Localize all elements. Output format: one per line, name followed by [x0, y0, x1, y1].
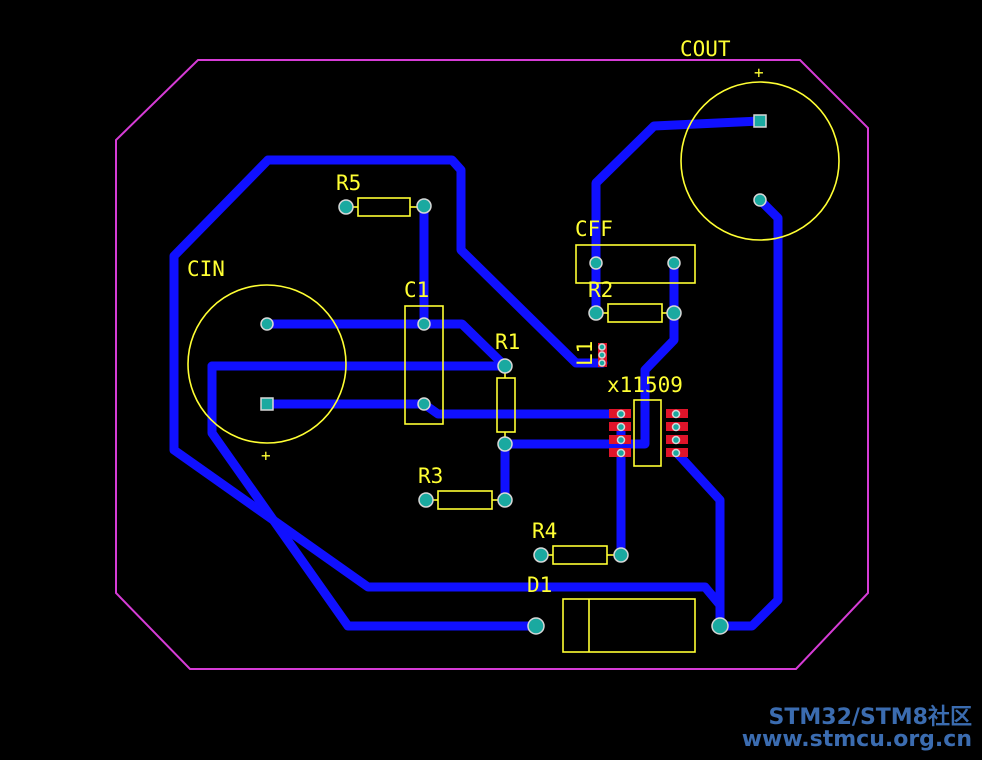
trace-top-loop: [263, 155, 608, 368]
trace-cout-neg: [715, 195, 783, 631]
label-c1: C1: [404, 278, 429, 302]
trace-cff: [640, 258, 679, 405]
ic-body: [633, 399, 662, 467]
trace-cout-pos: [591, 116, 765, 318]
label-cin: CIN: [187, 257, 225, 281]
label-r1: R1: [495, 330, 520, 354]
watermark-line1: STM32/STM8社区: [769, 704, 972, 730]
label-cout-plus: +: [754, 63, 764, 82]
trace-cin-neg: [262, 399, 626, 419]
r3-body: [437, 490, 493, 510]
trace-left-drop: [207, 361, 541, 631]
label-l1: L1: [573, 341, 597, 366]
r2-body: [607, 303, 663, 323]
label-cout: COUT: [680, 37, 731, 61]
trace-r1-ic: [500, 395, 650, 449]
cout-pad-square: [753, 114, 767, 128]
cin-pad-square: [260, 397, 274, 411]
cout-pad-round: [753, 193, 767, 207]
label-d1: D1: [527, 573, 552, 597]
label-r2: R2: [588, 278, 613, 302]
trace-cin-pos: [262, 319, 510, 371]
silkscreen: [187, 81, 840, 653]
cin-outline: [187, 284, 347, 444]
trace-ic-d1: [672, 448, 725, 631]
r5-body: [357, 197, 411, 217]
cin-pad-round: [260, 317, 274, 331]
board-outline: [115, 59, 869, 670]
pads: [260, 114, 767, 635]
label-r4: R4: [532, 519, 557, 543]
cout-outline: [680, 81, 840, 241]
label-cin-plus: +: [261, 446, 271, 465]
d1-body: [562, 598, 696, 653]
c1-body: [404, 305, 444, 425]
watermark-line2: www.stmcu.org.cn: [742, 727, 972, 752]
r1-body: [496, 377, 516, 433]
label-ic: x11509: [607, 373, 683, 397]
label-cff: CFF: [575, 217, 613, 241]
traces: [169, 116, 783, 631]
label-r3: R3: [418, 464, 443, 488]
label-r5: R5: [336, 171, 361, 195]
r4-body: [552, 545, 608, 565]
cff-body: [575, 244, 696, 284]
